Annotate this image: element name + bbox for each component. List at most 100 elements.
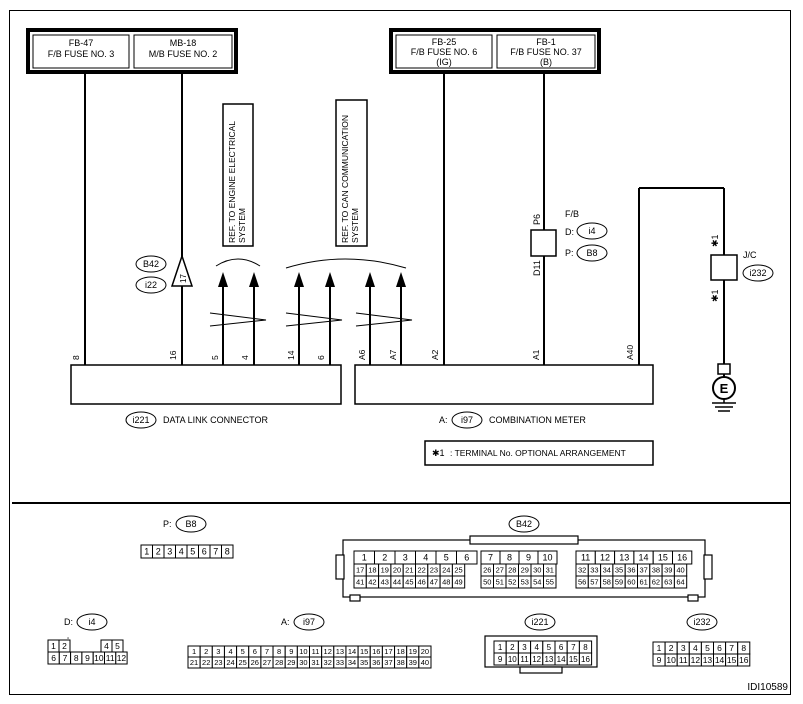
figure-id: IDI10589: [747, 682, 788, 693]
pin-number: 18: [368, 566, 376, 575]
pin-number: 54: [533, 578, 541, 587]
face-i97-title: A: i97: [281, 613, 325, 631]
fuse-mb18-code: MB-18: [170, 38, 197, 48]
fuse-box-right: FB-25 F/B FUSE NO. 6 (IG) FB-1 F/B FUSE …: [389, 28, 601, 74]
svg-text:5: 5: [210, 355, 220, 360]
pin-number: 14: [639, 553, 649, 563]
pin-number: 6: [51, 653, 56, 663]
svg-text:B42: B42: [516, 519, 532, 529]
pin-number: 1: [657, 643, 662, 653]
pin-number: 13: [619, 553, 629, 563]
pin-number: 45: [405, 578, 413, 587]
pin-number: 62: [652, 578, 660, 587]
pin-number: 32: [578, 566, 586, 575]
pin-number: 13: [544, 655, 553, 664]
pin-cell: [115, 651, 128, 665]
pin-number: 61: [639, 578, 647, 587]
pin-number: 30: [299, 658, 307, 667]
pin-number: 8: [74, 653, 79, 663]
pin-number: 29: [521, 566, 529, 575]
pin-number: 14: [348, 647, 356, 656]
svg-text:D:: D:: [565, 227, 574, 237]
face-i4-title: D: i4: [64, 613, 108, 631]
ref-engine-line1: REF. TO ENGINE ELECTRICAL: [227, 121, 237, 243]
svg-text:✱1: ✱1: [710, 234, 720, 247]
svg-text:A40: A40: [625, 345, 635, 360]
pin-number: 15: [360, 647, 368, 656]
svg-text:A1: A1: [531, 349, 541, 360]
pin-number: 42: [368, 578, 376, 587]
svg-text:16: 16: [168, 350, 178, 360]
pin-number: 4: [693, 643, 698, 653]
pin-number: 24: [226, 658, 234, 667]
pin-number: 39: [664, 566, 672, 575]
pin-number: 23: [214, 658, 222, 667]
pin-number: 4: [104, 641, 109, 651]
fuse-mb18-name: M/B FUSE NO. 2: [149, 49, 218, 59]
pin-number: 51: [496, 578, 504, 587]
pin-cell: [418, 656, 432, 669]
svg-text:4: 4: [240, 355, 250, 360]
pin-number: 36: [372, 658, 380, 667]
pin-number: 1: [362, 553, 367, 563]
svg-text:DATA LINK CONNECTOR: DATA LINK CONNECTOR: [163, 415, 269, 425]
dlc-label: i221 DATA LINK CONNECTOR: [125, 411, 269, 429]
pin-number: 8: [277, 647, 281, 656]
pin-number: 15: [658, 553, 668, 563]
pin-cell: [673, 575, 688, 589]
pin-number: 7: [729, 643, 734, 653]
pin-number: 14: [715, 655, 725, 665]
pin-number: 2: [510, 643, 515, 652]
pin-number: 11: [106, 653, 115, 663]
ref-engine-box: REF. TO ENGINE ELECTRICAL SYSTEM: [222, 103, 254, 247]
pin-number: 12: [691, 655, 701, 665]
triangle-connector-icon: 17: [170, 253, 194, 287]
pin-number: 33: [590, 566, 598, 575]
pin-number: 24: [442, 566, 450, 575]
pin-number: 60: [627, 578, 635, 587]
svg-text:i4: i4: [88, 617, 95, 627]
svg-text:✱1: ✱1: [710, 289, 720, 302]
pin-number: 9: [657, 655, 662, 665]
pin-number: 9: [526, 553, 531, 563]
pin-number: 34: [603, 566, 611, 575]
pin-number: 29: [287, 658, 295, 667]
svg-text:F/B: F/B: [565, 209, 579, 219]
twisted-pair-marks: [209, 258, 413, 327]
pin-number: 9: [498, 655, 503, 664]
pin-number: 37: [384, 658, 392, 667]
svg-text:B8: B8: [586, 248, 597, 258]
pin-cell: [456, 550, 478, 565]
svg-text:D11: D11: [532, 260, 542, 276]
pin-number: 10: [542, 553, 552, 563]
pin-number: 59: [615, 578, 623, 587]
pin-cell: [737, 653, 751, 667]
pin-number: 52: [508, 578, 516, 587]
pin-number: 17: [356, 566, 364, 575]
pin-number: 31: [546, 566, 554, 575]
pin-number: 7: [571, 643, 576, 652]
pin-number: 39: [409, 658, 417, 667]
ref-can-box: REF. TO CAN COMMUNICATION SYSTEM: [335, 99, 368, 247]
pin-number: 19: [409, 647, 417, 656]
pin-number: 23: [430, 566, 438, 575]
svg-text:J/C: J/C: [743, 250, 757, 260]
pin-number: 13: [336, 647, 344, 656]
pin-number: 6: [559, 643, 564, 652]
svg-text:✱1: ✱1: [432, 448, 445, 458]
svg-text:COMBINATION METER: COMBINATION METER: [489, 415, 586, 425]
pin-number: 1: [144, 547, 149, 557]
svg-text:B42: B42: [143, 259, 159, 269]
pin-number: 3: [522, 643, 527, 652]
fuse-fb1-name: F/B FUSE NO. 37: [510, 47, 582, 57]
diagram-frame: [9, 10, 791, 695]
pin-number: 2: [156, 547, 161, 557]
pin-number: 2: [62, 641, 67, 651]
pin-number: 46: [417, 578, 425, 587]
svg-text:B8: B8: [185, 519, 196, 529]
svg-text:i97: i97: [303, 617, 315, 627]
fuse-fb47-code: FB-47: [69, 38, 94, 48]
